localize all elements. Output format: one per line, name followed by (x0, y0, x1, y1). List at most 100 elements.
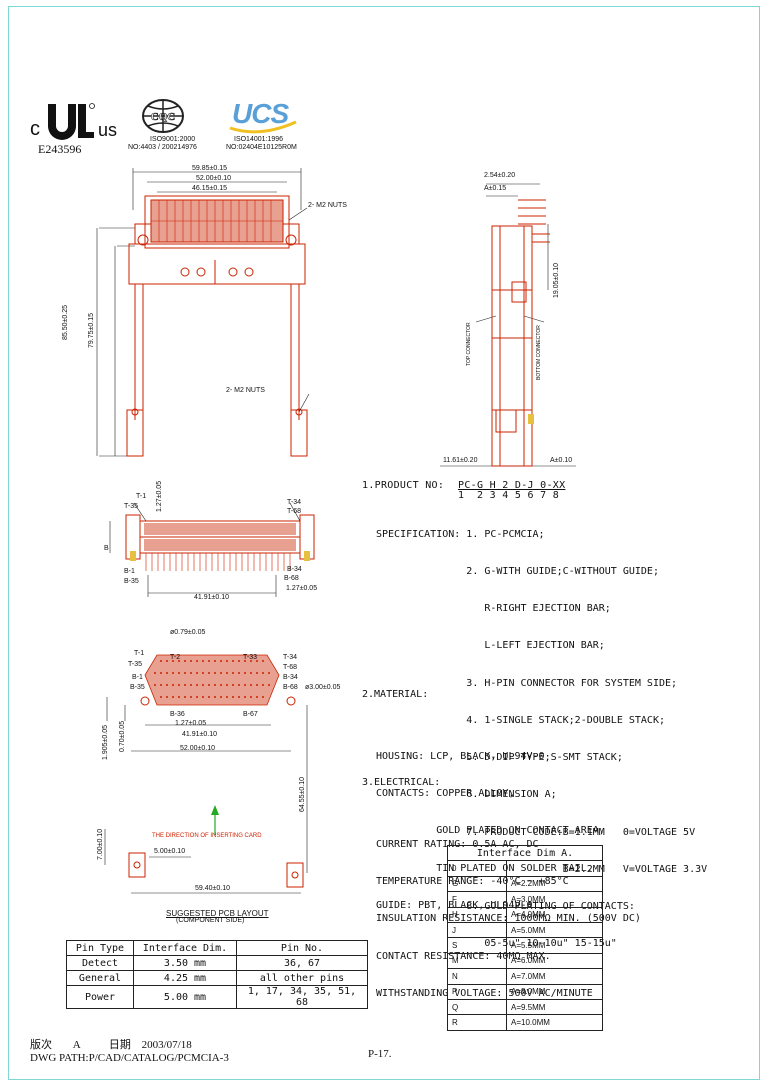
product-number-digits: 1 2 3 4 5 6 7 8 (458, 490, 560, 501)
table-header: Pin Type (66, 940, 134, 956)
table-cell: Power (66, 985, 134, 1009)
front-view-drawing (109, 502, 315, 597)
front-label-t68: T-68 (287, 508, 302, 515)
pcb-label-b35: B-35 (130, 684, 145, 691)
ucs-logo: UCS ISO14001:1996 NO:02404E10125R0M (226, 98, 316, 158)
pcb-dim-7: 7.00±0.10 (97, 828, 104, 860)
table-header: Pin No. (236, 940, 368, 956)
side-dim-a: 2.54±0.20 (484, 172, 516, 179)
ucs-iso: ISO14001:1996 (234, 136, 284, 143)
table-cell: G (447, 875, 507, 893)
table-cell: J (447, 921, 507, 939)
front-dim-b: B (104, 545, 109, 552)
pcb-layout-drawing (104, 654, 308, 894)
table-cell: R (447, 1014, 507, 1031)
table-cell: F (447, 891, 507, 908)
ul-c-mark: c (30, 118, 40, 140)
pcb-dim-5: 5.00±0.10 (154, 848, 186, 855)
front-gold-right (304, 551, 310, 561)
pcb-label-b36: B-36 (170, 711, 185, 718)
table-cell: A=2.2MM (506, 875, 603, 893)
front-label-t1: T-1 (136, 493, 147, 500)
table-row: Power 5.00 mm 1, 17, 34, 35, 51, 68 (66, 985, 368, 1009)
pcb-hole-field (144, 654, 280, 706)
table-header-row: Pin Type Interface Dim. Pin No. (66, 940, 368, 956)
globe-icon: CQC (142, 99, 184, 133)
pcb-label-b34: B-34 (283, 674, 298, 681)
product-number-label: 1.PRODUCT NO: (362, 480, 445, 491)
page-number: P-17. (368, 1048, 392, 1060)
front-label-t35: T-35 (124, 503, 139, 510)
bottom-nuts-label: 2- M2 NUTS (226, 387, 265, 394)
spec-line: 7. PRODUCT CODE:B=1.1MM 0=VOLTAGE 5V (376, 826, 696, 838)
table-cell: 4.25 mm (133, 970, 237, 986)
spec-line: 3. H-PIN CONNECTOR FOR SYSTEM SIDE; (376, 677, 678, 689)
table-cell: A=10.0MM (506, 1014, 603, 1031)
table-cell: General (66, 970, 134, 986)
table-cell: A=3.0MM (506, 891, 603, 908)
top-dim-len2: 79.75±0.15 (88, 313, 95, 348)
material-line: HOUSING: LCP, BLACK, UL94V-0 (376, 750, 545, 762)
pcb-dim-v2: 0.70±0.05 (119, 720, 126, 752)
material-line: CONTACTS: COPPER ALLOY, (376, 788, 515, 800)
ul-symbol-icon (48, 103, 95, 140)
top-dim-len1: 85.50±0.25 (62, 305, 69, 340)
table-cell: A=5.5MM (506, 937, 603, 954)
cqc-number: NO:4403 / 200214976 (128, 144, 197, 151)
front-dim-pitch2: 1.27±0.05 (286, 585, 318, 592)
spec-line: SPECIFICATION: 1. PC-PCMCIA; (376, 528, 545, 540)
material-title: 2.MATERIAL: (362, 688, 429, 700)
pcb-label-t33: T-33 (243, 654, 258, 661)
side-view-drawing (440, 183, 576, 467)
pcb-dim-long: 64.55±0.10 (299, 777, 306, 812)
side-dim-height: 19.05±0.10 (553, 263, 560, 298)
pcb-label-t35: T-35 (128, 661, 143, 668)
electrical-line: CURRENT RATING: 0.5A AC, DC (376, 838, 539, 850)
pcb-hole-dim: ø0.79±0.05 (170, 629, 206, 636)
cqc-name: CQC (151, 111, 176, 123)
top-dim-inner: 46.15±0.15 (192, 185, 227, 192)
table-cell: 36, 67 (236, 955, 368, 971)
dwg-path: DWG PATH:P/CAD/CATALOG/PCMCIA-3 (30, 1052, 229, 1064)
side-bottom-label: BOTTOM CONNECTOR (536, 325, 542, 380)
cqc-iso: ISO9001:2000 (150, 136, 196, 143)
side-gold-pad (528, 414, 534, 424)
date-value: 2003/07/18 (141, 1039, 192, 1051)
insert-direction-note: THE DIRECTION OF INSERTING CARD (152, 833, 262, 839)
top-view-drawing (96, 168, 310, 457)
insert-direction-arrow (211, 805, 219, 835)
pcb-label-b1: B-1 (132, 674, 143, 681)
side-dim-left: 11.61±0.20 (443, 457, 478, 464)
pcb-label-t68: T-68 (283, 664, 298, 671)
ucs-name: UCS (232, 98, 289, 129)
ul-cert-number: E243596 (38, 142, 82, 156)
table-cell: Q (447, 998, 507, 1016)
pcb-dim-59: 59.40±0.10 (195, 885, 230, 892)
front-dim-width: 41.91±0.10 (194, 594, 229, 601)
side-dim-right: A±0.10 (550, 457, 573, 464)
pcb-dim-v1: 1.905±0.05 (102, 725, 109, 760)
pcb-label-t2: T-2 (170, 654, 181, 661)
top-dim-mid: 52.00±0.10 (196, 175, 231, 182)
table-cell: all other pins (236, 970, 368, 986)
date-label: 日期 (108, 1039, 131, 1051)
spec-line: 5. D-DIP TYPE;S-SMT STACK; (376, 752, 623, 764)
pcb-caption-sub: (COMPONENT SIDE) (176, 917, 245, 924)
spec-line: 6. DIMENSION A; (376, 789, 557, 801)
pcb-hole-grid (154, 660, 270, 698)
ul-us-mark: us (98, 120, 118, 140)
front-bottom-contacts (144, 539, 296, 551)
version-label: 版次 (30, 1039, 52, 1051)
front-label-b68: B-68 (284, 575, 299, 582)
table-header: Interface Dim. (133, 940, 237, 956)
table-cell: A=4.0MM (506, 906, 603, 923)
side-top-label: TOP CONNECTOR (466, 322, 472, 366)
